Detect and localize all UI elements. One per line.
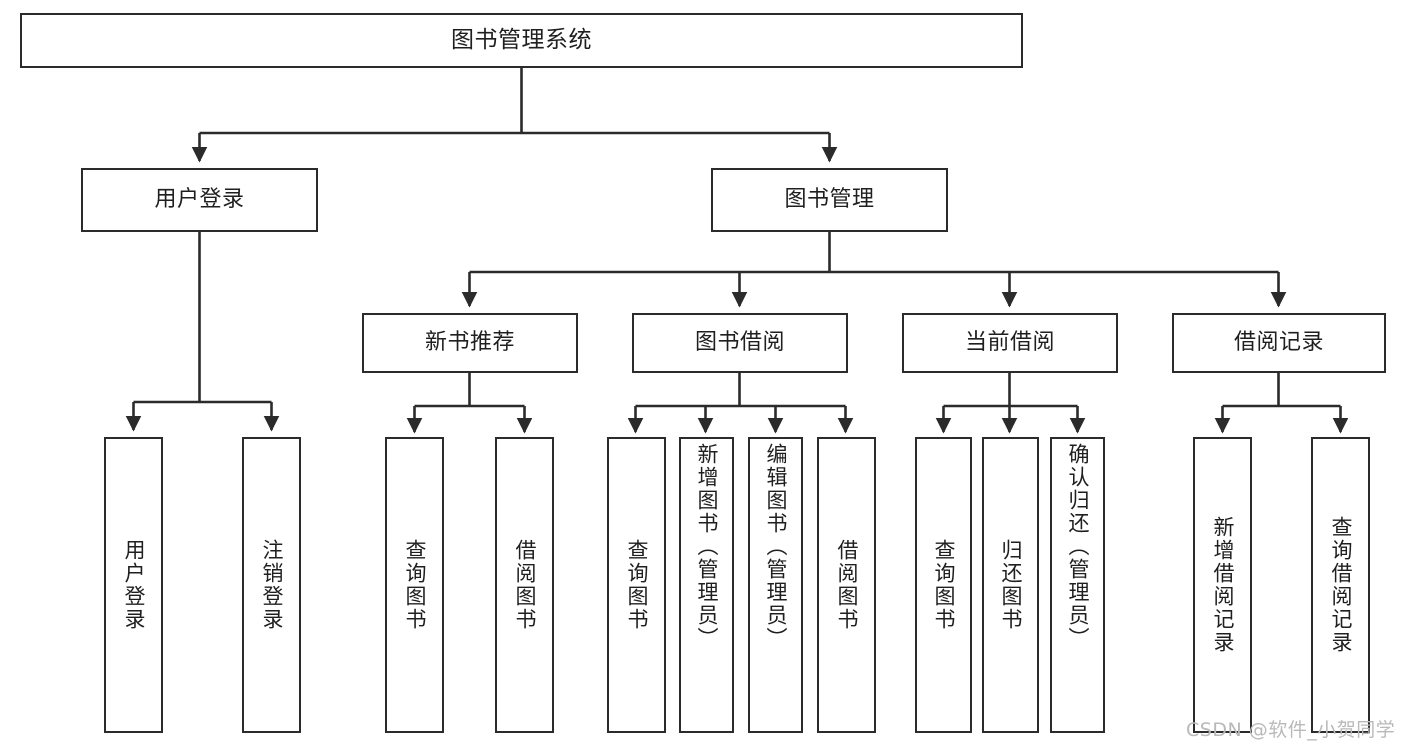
node-label: 新书推荐 [424, 330, 515, 356]
node-leaf-add-borrow-record[interactable]: 新增借阅记录 [1193, 437, 1252, 733]
node-label: 用户登录 [122, 539, 146, 631]
node-label: 图书借阅 [694, 330, 785, 356]
node-label: 图书管理系统 [451, 26, 592, 53]
node-leaf-borrow-book-1[interactable]: 借阅图书 [495, 437, 554, 733]
node-user-login[interactable]: 用户登录 [81, 168, 318, 232]
node-leaf-return-book[interactable]: 归还图书 [982, 437, 1039, 733]
node-book-manage[interactable]: 图书管理 [711, 168, 948, 232]
node-book-borrow[interactable]: 图书借阅 [632, 313, 848, 373]
csdn-watermark: CSDN @软件_小贺同学 [1186, 719, 1396, 741]
node-current-borrow[interactable]: 当前借阅 [902, 313, 1118, 373]
node-leaf-query-book-3[interactable]: 查询图书 [915, 437, 972, 733]
node-leaf-confirm-return-admin[interactable]: 确认归还（管理员） [1050, 437, 1105, 733]
node-leaf-query-book-2[interactable]: 查询图书 [607, 437, 666, 733]
node-label: 确认归还（管理员） [1066, 443, 1090, 650]
node-leaf-logout-login[interactable]: 注销登录 [242, 437, 301, 733]
node-label: 当前借阅 [964, 330, 1055, 356]
node-label: 用户登录 [154, 187, 245, 213]
node-label: 查询借阅记录 [1329, 516, 1353, 654]
node-root-book-management-system[interactable]: 图书管理系统 [20, 13, 1023, 68]
node-label: 查询图书 [403, 539, 427, 631]
node-label: 新增借阅记录 [1211, 516, 1235, 654]
node-label: 编辑图书（管理员） [764, 443, 788, 650]
node-leaf-query-book-1[interactable]: 查询图书 [385, 437, 444, 733]
node-leaf-borrow-book-2[interactable]: 借阅图书 [817, 437, 876, 733]
node-leaf-add-book-admin[interactable]: 新增图书（管理员） [679, 437, 734, 733]
node-label: 借阅记录 [1233, 330, 1324, 356]
node-label: 图书管理 [784, 187, 875, 213]
node-new-book-recommend[interactable]: 新书推荐 [362, 313, 578, 373]
node-borrow-record[interactable]: 借阅记录 [1172, 313, 1386, 373]
node-label: 新增图书（管理员） [695, 443, 719, 650]
node-label: 查询图书 [932, 539, 956, 631]
node-leaf-user-login[interactable]: 用户登录 [104, 437, 163, 733]
node-leaf-query-borrow-record[interactable]: 查询借阅记录 [1311, 437, 1370, 733]
node-label: 查询图书 [625, 539, 649, 631]
node-label: 归还图书 [999, 539, 1023, 631]
node-label: 借阅图书 [835, 539, 859, 631]
node-label: 借阅图书 [513, 539, 537, 631]
node-label: 注销登录 [260, 539, 284, 631]
node-leaf-edit-book-admin[interactable]: 编辑图书（管理员） [748, 437, 803, 733]
